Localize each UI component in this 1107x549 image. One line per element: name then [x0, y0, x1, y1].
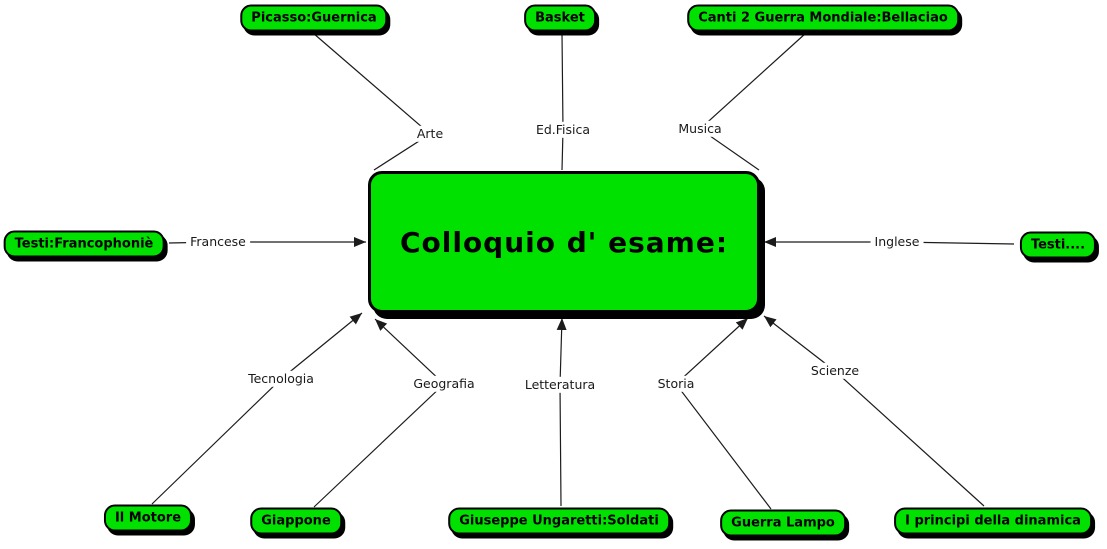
connection-musica: [699, 32, 807, 171]
node-testi-francophoni[interactable]: Testi:Francophoniè: [3, 230, 165, 258]
node-i-principi-della-dinamica[interactable]: I principi della dinamica: [894, 507, 1092, 535]
connection-tecnologia: [151, 312, 363, 505]
connection-geografia: [313, 318, 445, 508]
connection-scienze: [763, 315, 985, 507]
link-label-storia[interactable]: Storia: [653, 375, 699, 393]
node-giappone[interactable]: Giappone: [250, 507, 342, 535]
link-label-letteratura[interactable]: Letteratura: [520, 376, 600, 394]
link-label-scienze[interactable]: Scienze: [806, 362, 864, 380]
central-node-label: Colloquio d' esame:: [399, 225, 729, 259]
connection-arte: [312, 32, 431, 171]
link-label-inglese[interactable]: Inglese: [870, 233, 924, 251]
connection-letteratura: [556, 317, 567, 507]
link-label-musica[interactable]: Musica: [674, 120, 726, 138]
link-label-arte[interactable]: Arte: [412, 125, 448, 143]
node-giuseppe-ungaretti-soldati[interactable]: Giuseppe Ungaretti:Soldati: [448, 507, 670, 535]
link-label-geografia[interactable]: Geografia: [409, 375, 479, 393]
node-picasso-guernica[interactable]: Picasso:Guernica: [240, 4, 388, 32]
link-label-tecnologia[interactable]: Tecnologia: [244, 370, 318, 388]
node-canti-2-guerra-mondiale-bellaciao[interactable]: Canti 2 Guerra Mondiale:Bellaciao: [687, 4, 959, 32]
node-il-motore[interactable]: Il Motore: [103, 504, 193, 532]
node-basket[interactable]: Basket: [524, 4, 596, 32]
link-label-ed-fisica[interactable]: Ed.Fisica: [531, 121, 595, 139]
connection-storia: [675, 317, 772, 510]
central-node[interactable]: Colloquio d' esame:: [368, 171, 760, 313]
node-guerra-lampo[interactable]: Guerra Lampo: [720, 509, 846, 537]
node-testi[interactable]: Testi....: [1019, 231, 1097, 259]
connection-ed-fisica: [561, 32, 564, 171]
link-label-francese[interactable]: Francese: [186, 233, 250, 251]
